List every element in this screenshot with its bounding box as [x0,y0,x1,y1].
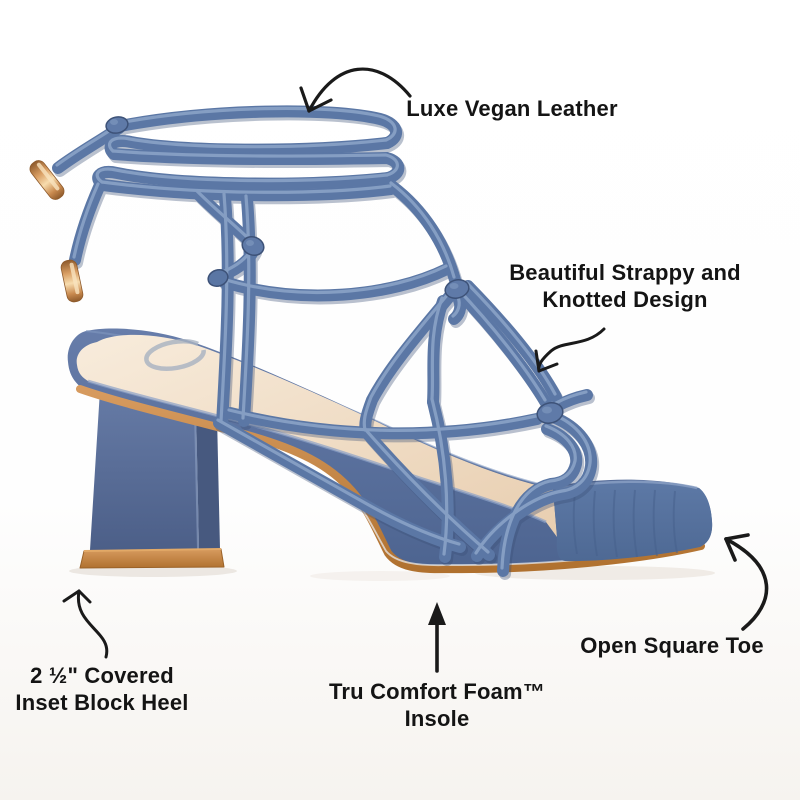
callout-inset-block-heel: 2 ½" Covered Inset Block Heel [15,662,188,716]
callout-label-line1: Beautiful Strappy and [509,260,741,285]
callout-luxe-vegan-leather: Luxe Vegan Leather [406,95,617,122]
callout-open-square-toe: Open Square Toe [580,632,764,659]
squiggle-arrow-down-left-icon [534,327,606,373]
curved-arrow-up-left-icon [724,533,769,631]
callout-label-line1: Tru Comfort Foam™ [328,679,546,704]
heel-base [79,548,225,569]
gold-aglet [29,160,84,303]
strap-knots [105,116,564,424]
callout-arrows [62,67,769,673]
callout-label: Open Square Toe [580,633,764,658]
straight-arrow-up-icon [428,602,446,673]
callout-label-line1: 2 ½" Covered [30,663,174,688]
callout-label-line2: Inset Block Heel [15,690,189,715]
insole-logo [144,338,206,372]
outsole-edge [76,385,705,574]
callout-label-line2: Insole [404,706,470,731]
curved-arrow-down-left-icon [299,67,412,113]
callout-label-line2: Knotted Design [542,287,708,312]
block-heel [79,390,225,569]
s-curve-arrow-up-right-icon [62,589,109,659]
callout-strappy-knotted-design: Beautiful Strappy and Knotted Design [509,259,741,313]
callout-label: Luxe Vegan Leather [406,96,618,121]
callout-tru-comfort-foam-insole: Tru Comfort Foam™ Insole [329,678,545,732]
knot [207,269,229,287]
